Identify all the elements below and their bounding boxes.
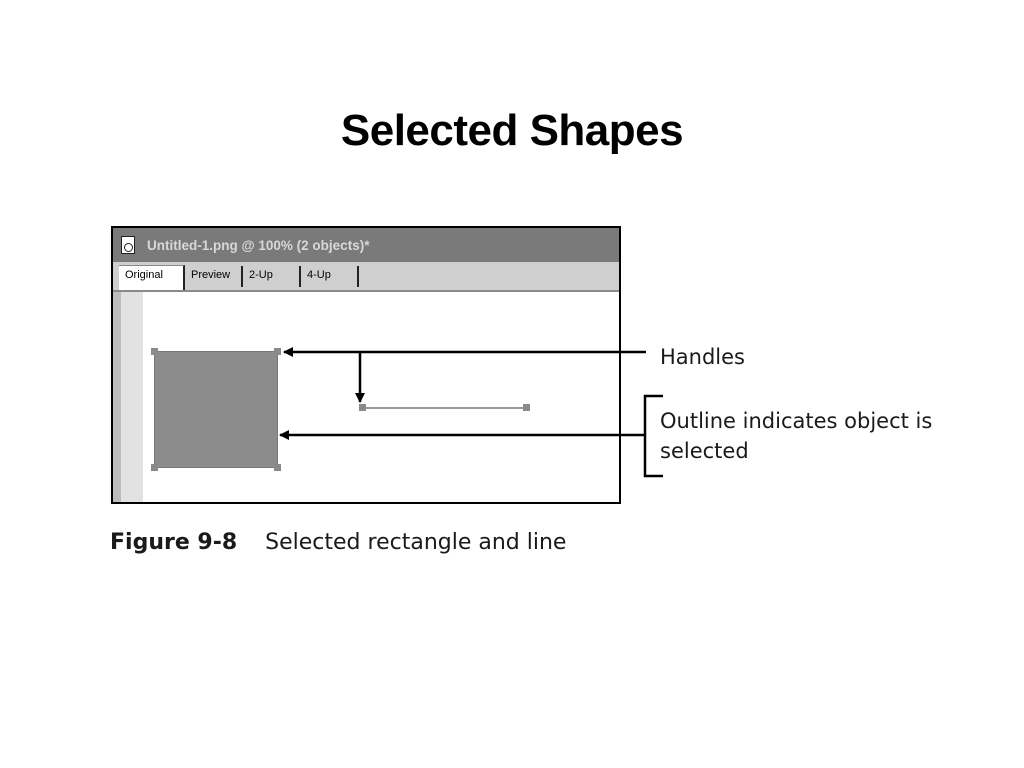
rectangle-handle-bottom-right[interactable]	[274, 464, 281, 471]
tab-label: Preview	[191, 269, 231, 281]
outline-label: Outline indicates object is selected	[660, 409, 933, 463]
selected-line[interactable]	[362, 407, 526, 409]
tab-4-up[interactable]: 4-Up	[301, 266, 359, 287]
document-window: Untitled-1.png @ 100% (2 objects)* Origi…	[111, 226, 621, 504]
tab-original[interactable]: Original	[119, 265, 185, 290]
tab-label: 4-Up	[307, 269, 331, 281]
line-handle-start[interactable]	[359, 404, 366, 411]
figure-caption: Figure 9-8 Selected rectangle and line	[110, 530, 566, 555]
handles-label: Handles	[660, 345, 745, 369]
selected-rectangle[interactable]	[154, 351, 278, 468]
line-handle-end[interactable]	[523, 404, 530, 411]
tab-2-up[interactable]: 2-Up	[243, 266, 301, 287]
tab-label: Original	[125, 269, 163, 281]
figure-number: Figure 9-8	[110, 530, 238, 555]
slide-title: Selected Shapes	[340, 106, 684, 155]
window-title-bar[interactable]: Untitled-1.png @ 100% (2 objects)*	[113, 228, 619, 262]
rectangle-handle-top-right[interactable]	[274, 348, 281, 355]
document-icon	[121, 236, 135, 254]
document-canvas[interactable]	[113, 292, 619, 502]
tab-label: 2-Up	[249, 269, 273, 281]
canvas-gutter	[121, 292, 143, 502]
rectangle-handle-bottom-left[interactable]	[151, 464, 158, 471]
outline-bracket	[643, 394, 663, 478]
canvas-left-edge	[113, 292, 121, 502]
window-title: Untitled-1.png @ 100% (2 objects)*	[147, 238, 370, 253]
tab-preview[interactable]: Preview	[185, 266, 243, 287]
view-tab-strip: Original Preview 2-Up 4-Up	[113, 262, 619, 292]
rectangle-handle-top-left[interactable]	[151, 348, 158, 355]
figure-caption-text: Selected rectangle and line	[265, 530, 567, 555]
